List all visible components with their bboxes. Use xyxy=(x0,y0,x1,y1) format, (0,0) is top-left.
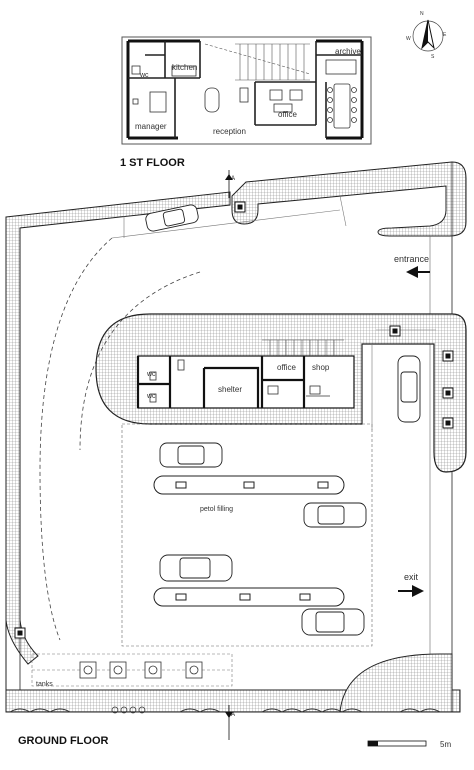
first-floor-walls xyxy=(126,39,364,140)
petrol-filling-label: petol filling xyxy=(200,506,233,513)
exit-label: exit xyxy=(404,572,419,582)
building-walls xyxy=(136,356,306,408)
pump-island-2 xyxy=(153,587,345,607)
ff-label-kitchen: kitchen xyxy=(172,63,197,72)
driveway-curve-inner xyxy=(79,271,201,451)
ff-label-archive: archive xyxy=(335,47,361,56)
car-icon xyxy=(303,502,367,528)
north-letter-s: S xyxy=(431,54,435,60)
entrance-label: entrance xyxy=(394,254,429,264)
gf-label-shop: shop xyxy=(312,363,330,372)
ff-label-office: office xyxy=(278,110,298,119)
first-floor-title: 1 ST FLOOR xyxy=(120,157,185,169)
ff-label-wc: wc xyxy=(139,72,149,79)
first-floor-outline xyxy=(121,36,372,145)
car-park-line xyxy=(111,209,341,239)
gf-label-wc-1: wc xyxy=(146,371,156,378)
ground-floor-title: GROUND FLOOR xyxy=(18,735,108,747)
first-floor-stair xyxy=(204,43,311,81)
hedge-bottom xyxy=(9,708,441,713)
scale-bar: 5m xyxy=(367,740,451,749)
north-letter-e: E xyxy=(443,32,447,38)
pump-island-1 xyxy=(153,475,345,495)
driveway-curve-outer xyxy=(39,237,113,641)
scale-bar-label: 5m xyxy=(440,740,451,749)
canopy-outline xyxy=(121,423,373,647)
building-block xyxy=(137,355,355,409)
north-letter-n: N xyxy=(420,11,424,17)
bottom-dots xyxy=(111,706,146,714)
section-marker-top-label: A xyxy=(231,176,235,182)
gf-label-shelter: shelter xyxy=(218,385,242,394)
car-icon xyxy=(301,608,365,636)
section-marker-top: A xyxy=(225,170,235,198)
ff-label-manager: manager xyxy=(135,122,167,131)
north-letter-w: W xyxy=(406,36,411,42)
first-floor-furniture xyxy=(131,59,357,129)
first-floor-plan: archive wc kitchen manager reception off… xyxy=(121,36,372,145)
first-floor-interior-walls xyxy=(128,41,362,138)
section-marker-bottom: A xyxy=(225,705,235,740)
building-stair xyxy=(262,339,344,356)
tanks-label: tanks xyxy=(36,681,53,688)
section-marker-bottom-label: A xyxy=(231,712,235,718)
gf-label-wc-2: wc xyxy=(146,393,156,400)
exit-island xyxy=(339,653,453,713)
entrance-island xyxy=(231,161,467,237)
ff-label-reception: reception xyxy=(213,127,246,136)
car-icon xyxy=(397,355,421,423)
north-arrow-icon: N E S W xyxy=(406,11,447,60)
car-icon xyxy=(159,554,233,582)
building-fixtures xyxy=(149,359,330,403)
tank-icon xyxy=(79,661,203,679)
gf-label-office: office xyxy=(277,363,297,372)
car-icon xyxy=(145,204,199,232)
car-icon xyxy=(159,442,223,468)
ground-floor-plan: wc wc shelter office shop petol filling xyxy=(5,161,467,740)
